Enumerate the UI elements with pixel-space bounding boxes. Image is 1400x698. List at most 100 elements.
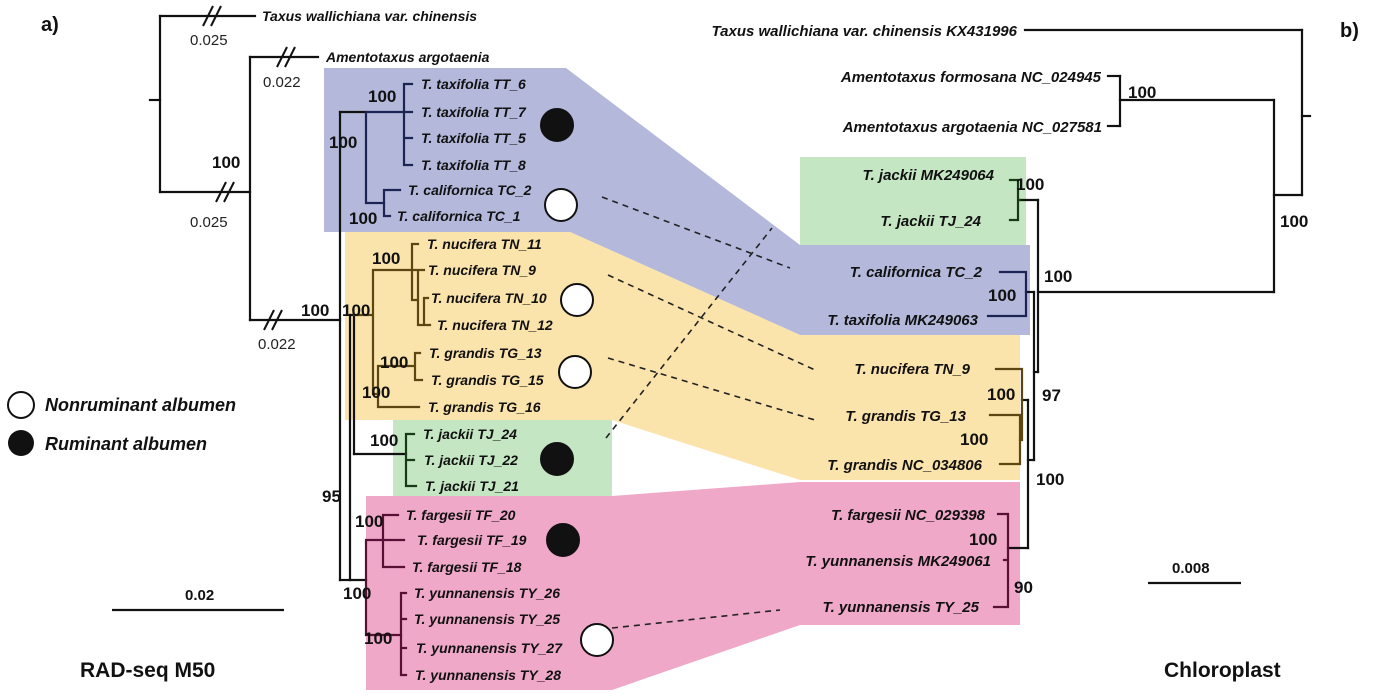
tip-label: T. taxifolia MK249063 — [827, 312, 978, 329]
tip-label: T. grandis TG_13 — [845, 408, 966, 425]
support-value: 100 — [329, 133, 357, 152]
tip-label: T. nucifera TN_12 — [437, 317, 553, 333]
tip-label: Taxus wallichiana var. chinensis KX43199… — [712, 23, 1018, 40]
albumen-markers — [540, 108, 614, 657]
tip-label: T. grandis TG_13 — [429, 345, 542, 361]
support-value: 100 — [988, 286, 1016, 305]
left-blue-labels: T. taxifolia TT_6 T. taxifolia TT_7 T. t… — [397, 76, 532, 224]
tip-label: T. californica TC_2 — [850, 264, 983, 281]
left-pink-labels: T. fargesii TF_20 T. fargesii TF_19 T. f… — [406, 507, 563, 683]
tip-label: T. grandis TG_15 — [431, 372, 544, 388]
support-value: 100 — [362, 383, 390, 402]
support-value: 100 — [372, 249, 400, 268]
tip-label: T. fargesii TF_18 — [412, 559, 522, 575]
tip-label: T. yunnanensis MK249061 — [805, 553, 991, 570]
right-support-values: 100 100 100 100 100 97 100 100 100 100 9… — [960, 83, 1308, 597]
scale-bar-label: 0.02 — [185, 587, 214, 604]
clade-fargesii-yunnanensis-branches — [364, 513, 408, 677]
tip-label: Amentotaxus argotaenia NC_027581 — [842, 119, 1102, 136]
tip-label: T. californica TC_2 — [408, 182, 532, 198]
support-value: 100 — [1016, 175, 1044, 194]
tip-label: Amentotaxus formosana NC_024945 — [840, 69, 1102, 86]
tip-label: T. taxifolia TT_6 — [421, 76, 526, 92]
tip-label: T. yunnanensis TY_28 — [415, 667, 561, 683]
ruminant-albumen-marker — [540, 108, 574, 142]
scale-bar-label: 0.008 — [1172, 560, 1210, 577]
tip-label: T. nucifera TN_10 — [431, 290, 547, 306]
legend-label-nonruminant: Nonruminant albumen — [45, 395, 236, 415]
tip-label: T. californica TC_1 — [397, 208, 521, 224]
right-scale-bar: 0.008 — [1148, 560, 1241, 585]
panel-label-a: a) — [41, 14, 59, 36]
tip-label: T. taxifolia TT_5 — [421, 130, 526, 146]
clade-taxifolia-californica-branches — [364, 82, 414, 218]
legend-open-circle-icon — [7, 391, 35, 419]
tip-label: T. yunnanensis TY_27 — [416, 640, 563, 656]
tip-label: T. fargesii NC_029398 — [831, 507, 986, 524]
left-outgroup-labels: Taxus wallichiana var. chinensis Amentot… — [262, 8, 490, 65]
dashed-link-jackii — [605, 227, 773, 439]
support-value: 100 — [343, 584, 371, 603]
tip-label: T. taxifolia TT_7 — [421, 104, 527, 120]
tip-label: T. grandis NC_034806 — [827, 457, 982, 474]
right-tree: Taxus wallichiana var. chinensis KX43199… — [712, 23, 1312, 616]
tip-label: T. fargesii TF_19 — [417, 532, 527, 548]
nonruminant-albumen-marker — [560, 283, 594, 317]
support-value: 100 — [987, 385, 1015, 404]
nonruminant-albumen-marker — [580, 623, 614, 657]
left-tree: Taxus wallichiana var. chinensis Amentot… — [148, 5, 614, 683]
band-fargesii-yunnanensis — [366, 482, 1020, 690]
tip-label: T. jackii MK249064 — [863, 167, 995, 184]
clade-bands — [324, 68, 1030, 690]
tip-label: T. fargesii TF_20 — [406, 507, 516, 523]
right-jackii-branches — [1008, 178, 1022, 222]
support-value: 100 — [342, 301, 370, 320]
dashed-link-californica — [601, 196, 791, 269]
tip-label: Taxus wallichiana var. chinensis — [262, 8, 477, 24]
branch-length-label: 0.022 — [263, 74, 301, 91]
tip-label: T. taxifolia TT_8 — [421, 157, 526, 173]
support-value: 100 — [364, 629, 392, 648]
support-value: 100 — [355, 512, 383, 531]
branch-length-label: 0.022 — [258, 336, 296, 353]
dashed-link-nucifera — [607, 274, 816, 371]
right-tip-labels: Taxus wallichiana var. chinensis KX43199… — [712, 23, 1102, 616]
support-value: 90 — [1014, 578, 1033, 597]
branch-break-marks — [202, 5, 296, 331]
left-green-labels: T. jackii TJ_24 T. jackii TJ_22 T. jacki… — [423, 426, 519, 494]
tip-label: T. yunnanensis TY_25 — [823, 599, 980, 616]
correspondence-lines — [601, 196, 816, 629]
tip-label: T. jackii TJ_24 — [423, 426, 517, 442]
nonruminant-albumen-marker — [558, 355, 592, 389]
right-fargesii-yunnanensis-branches — [992, 512, 1010, 609]
left-scale-bar: 0.02 — [112, 587, 284, 612]
right-nucifera-grandis-branches — [988, 367, 1024, 466]
clade-nucifera-grandis-branches — [352, 242, 432, 409]
support-value: 100 — [349, 209, 377, 228]
support-value: 100 — [960, 430, 988, 449]
clade-jackii-branches — [404, 432, 418, 488]
tip-label: T. yunnanensis TY_25 — [414, 611, 560, 627]
legend-filled-circle-icon — [8, 430, 34, 456]
branch-length-labels: 0.025 0.022 0.025 0.022 — [190, 32, 301, 353]
legend: Nonruminant albumen Ruminant albumen — [7, 391, 236, 456]
support-value: 100 — [212, 153, 240, 172]
branch-length-label: 0.025 — [190, 214, 228, 231]
support-value: 100 — [1280, 212, 1308, 231]
ruminant-albumen-marker — [546, 523, 580, 557]
right-californica-taxifolia-branches — [986, 270, 1028, 318]
left-tree-title: RAD-seq M50 — [80, 659, 215, 682]
tip-label: T. jackii TJ_21 — [425, 478, 519, 494]
support-value: 100 — [1044, 267, 1072, 286]
tip-label: T. jackii TJ_22 — [424, 452, 518, 468]
tip-label: T. grandis TG_16 — [428, 399, 541, 415]
support-value: 100 — [1128, 83, 1156, 102]
tip-label: T. jackii TJ_24 — [880, 213, 981, 230]
support-value: 97 — [1042, 386, 1061, 405]
support-value: 100 — [368, 87, 396, 106]
panel-label-b: b) — [1340, 20, 1359, 42]
ruminant-albumen-marker — [540, 442, 574, 476]
tip-label: T. nucifera TN_11 — [427, 236, 542, 252]
branch-length-label: 0.025 — [190, 32, 228, 49]
tip-label: Amentotaxus argotaenia — [325, 49, 490, 65]
